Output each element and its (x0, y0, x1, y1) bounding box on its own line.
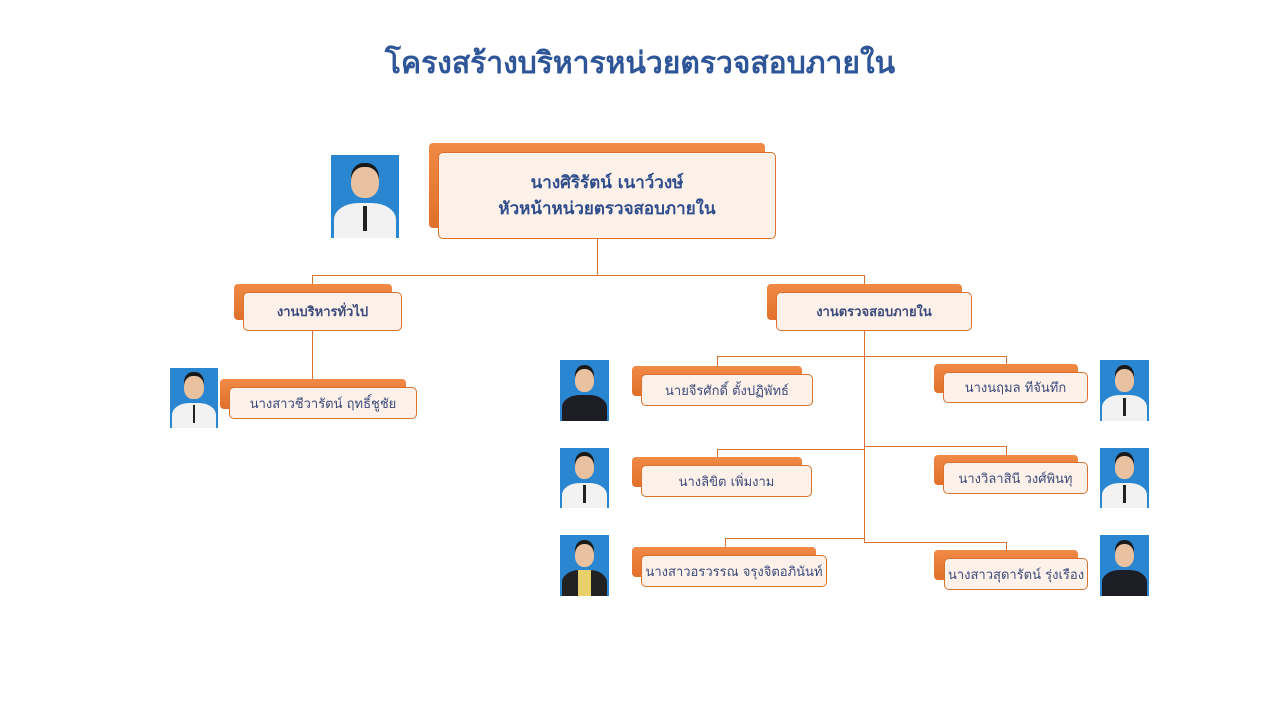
head-box: นางศิริรัตน์ เนาว์วงษ์ หัวหน้าหน่วยตรวจส… (438, 152, 776, 239)
connector (864, 542, 1006, 543)
dept-audit-box: งานตรวจสอบภายใน (776, 292, 972, 331)
connector (717, 356, 718, 366)
member-box: นางสาวอรวรรณ จรุงจิตอภินันท์ (641, 555, 827, 587)
connector (597, 238, 598, 275)
member-box: นางสาวสุดารัตน์ รุ่งเรือง (944, 558, 1088, 590)
member-box: นางวิลาสินี วงศ์พินทุ (943, 462, 1088, 494)
head-name: นางศิริรัตน์ เนาว์วงษ์ (530, 172, 684, 193)
connector (717, 449, 864, 450)
member-box: นางสาวชีวารัตน์ ฤทธิ์ชูชัย (229, 387, 417, 419)
member-photo (1100, 535, 1149, 596)
connector (864, 330, 865, 543)
member-photo (560, 535, 609, 596)
connector (312, 275, 313, 285)
member-photo (1100, 448, 1149, 508)
connector (1006, 446, 1007, 455)
member-box: นางนฤมล ทีจันทึก (943, 372, 1088, 403)
member-photo (170, 368, 218, 428)
member-photo (560, 448, 609, 508)
member-box: นายจีรศักดิ์ ตั้งปฏิพัทธ์ (641, 374, 813, 406)
member-box: นางลิขิต เพิ่มงาม (641, 465, 812, 497)
connector (717, 449, 718, 457)
connector (725, 538, 726, 547)
head-photo (331, 155, 399, 238)
page-title: โครงสร้างบริหารหน่วยตรวจสอบภายใน (384, 46, 896, 81)
connector (1006, 356, 1007, 364)
connector (725, 538, 864, 539)
connector (864, 275, 865, 285)
member-photo (560, 360, 609, 421)
connector (1006, 542, 1007, 550)
member-photo (1100, 360, 1149, 421)
connector (717, 356, 1006, 357)
head-position: หัวหน้าหน่วยตรวจสอบภายใน (498, 198, 716, 219)
dept-admin-box: งานบริหารทั่วไป (243, 292, 402, 331)
connector (864, 446, 1006, 447)
connector (312, 330, 313, 380)
connector (312, 275, 865, 276)
